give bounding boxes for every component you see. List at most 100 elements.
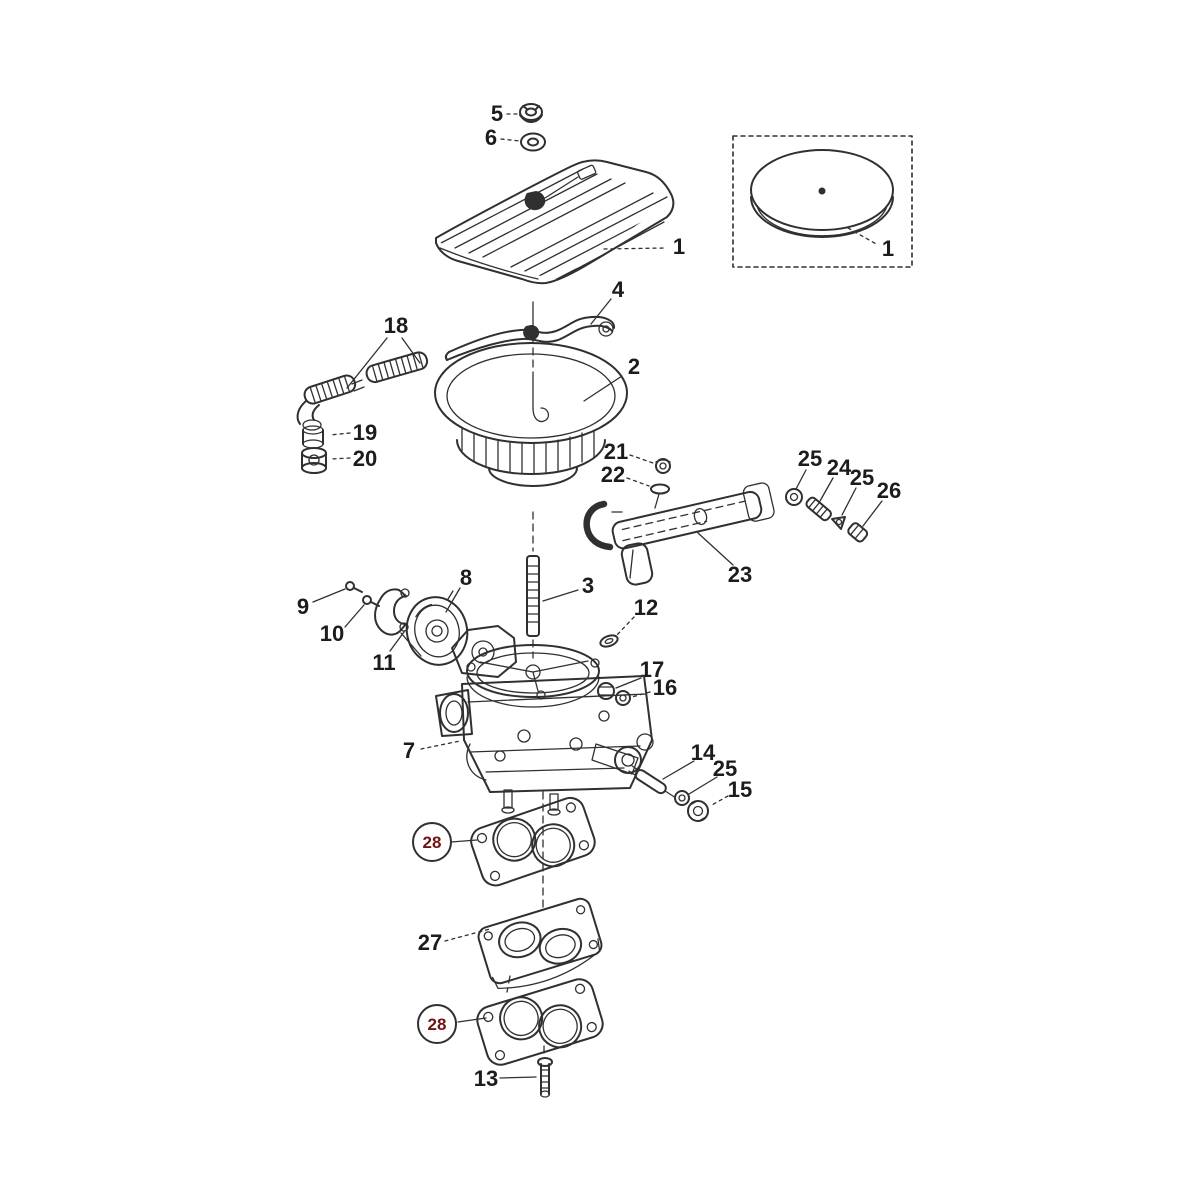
part-label-3: 3 — [582, 573, 594, 598]
leader-line — [629, 454, 654, 464]
callout-15: 15 — [709, 777, 752, 807]
callout-14: 14 — [662, 740, 716, 780]
part-label-11: 11 — [372, 650, 395, 675]
part-label-22: 22 — [601, 462, 625, 487]
leader-line — [847, 227, 879, 246]
part-label-2: 2 — [628, 354, 640, 379]
part-rod-3 — [526, 511, 540, 659]
callout-12: 12 — [615, 595, 658, 637]
alt-cover-disc — [750, 149, 894, 231]
part-label-25b: 25 — [850, 465, 874, 490]
callout-1-cover: 1 — [603, 234, 685, 259]
leader-line — [615, 677, 642, 689]
leader-line — [450, 839, 478, 843]
part-label-13: 13 — [474, 1066, 498, 1091]
part-label-9: 9 — [297, 594, 309, 619]
part-label-14: 14 — [691, 740, 716, 765]
part-label-6: 6 — [485, 125, 497, 150]
leader-line — [445, 587, 461, 613]
callout-6: 6 — [485, 125, 521, 150]
part-nut-16 — [615, 690, 631, 706]
part-arm-23 — [583, 482, 775, 586]
callout-13: 13 — [474, 1066, 537, 1091]
leader-line — [499, 1076, 537, 1079]
part-clip-12 — [599, 634, 619, 648]
leader-line — [346, 337, 388, 389]
callout-9: 9 — [297, 588, 346, 619]
part-label-18: 18 — [384, 313, 408, 338]
part-label-26: 26 — [877, 478, 901, 503]
part-washer-25c — [674, 790, 690, 806]
part-label-4: 4 — [612, 277, 625, 302]
leader-line — [688, 776, 718, 795]
part-air-cleaner-cover-1 — [435, 159, 675, 285]
callout-5: 5 — [491, 101, 522, 126]
part-label-7: 7 — [403, 738, 415, 763]
part-spacer-27 — [477, 897, 603, 989]
callout-25c: 25 — [688, 756, 737, 795]
leader-line — [615, 616, 635, 637]
part-needle-14 — [628, 765, 675, 798]
part-stud-13 — [537, 1057, 553, 1098]
part-label-15: 15 — [728, 777, 752, 802]
callout-27: 27 — [418, 928, 491, 955]
leader-line — [603, 247, 667, 250]
part-label-25c: 25 — [713, 756, 737, 781]
callout-20: 20 — [330, 446, 377, 471]
part-label-20: 20 — [353, 446, 377, 471]
part-fitting-20 — [301, 447, 327, 474]
part-label-1: 1 — [673, 234, 685, 259]
callout-16: 16 — [631, 675, 677, 700]
callout-2: 2 — [583, 354, 640, 402]
callout-28-lower: 28 — [417, 1004, 487, 1044]
leader-line — [444, 928, 491, 942]
callout-22: 22 — [601, 462, 650, 487]
part-label-28-upper: 28 — [423, 833, 442, 852]
part-screw-9 — [345, 581, 363, 593]
part-label-19: 19 — [353, 420, 377, 445]
part-gasket-28-upper — [470, 796, 596, 887]
part-strap-4 — [444, 301, 616, 361]
leader-line — [389, 631, 405, 652]
part-label-5: 5 — [491, 101, 503, 126]
part-clip-21 — [655, 458, 671, 474]
callout-18: 18 — [346, 313, 421, 389]
callout-24: 24 — [819, 455, 852, 502]
part-screw-26 — [847, 522, 869, 543]
part-bracket-11 — [374, 588, 422, 657]
part-ring-25a — [785, 488, 803, 506]
part-cam-8 — [405, 590, 469, 666]
callout-26: 26 — [862, 478, 901, 527]
highlight-circle — [417, 1004, 457, 1044]
leader-line — [401, 337, 421, 364]
leader-line — [819, 477, 834, 502]
leader-line — [500, 138, 521, 142]
part-nut-17 — [597, 682, 615, 700]
part-label-1-alt: 1 — [882, 236, 894, 261]
part-washer-22 — [650, 483, 670, 509]
part-label-21: 21 — [604, 439, 628, 464]
leader-line — [583, 375, 623, 402]
leader-line — [626, 477, 650, 487]
part-carburetor-7 — [435, 625, 654, 816]
callout-11: 11 — [372, 631, 405, 675]
callout-25a: 25 — [795, 446, 822, 490]
leader-line — [329, 432, 351, 436]
callout-8: 8 — [445, 565, 472, 613]
part-label-16: 16 — [653, 675, 677, 700]
part-washer-6 — [520, 132, 546, 152]
part-label-8: 8 — [460, 565, 472, 590]
callout-7: 7 — [403, 738, 461, 763]
leader-line — [709, 795, 729, 807]
part-air-cleaner-element-2 — [434, 342, 628, 487]
callout-19: 19 — [329, 420, 377, 445]
part-label-12: 12 — [634, 595, 658, 620]
part-cone-25b — [831, 516, 846, 530]
part-spring-24 — [805, 496, 832, 522]
callout-3: 3 — [542, 573, 594, 602]
leader-line — [330, 457, 351, 460]
part-label-23: 23 — [728, 562, 752, 587]
callout-28-upper: 28 — [412, 822, 478, 862]
part-label-28-lower: 28 — [428, 1015, 447, 1034]
